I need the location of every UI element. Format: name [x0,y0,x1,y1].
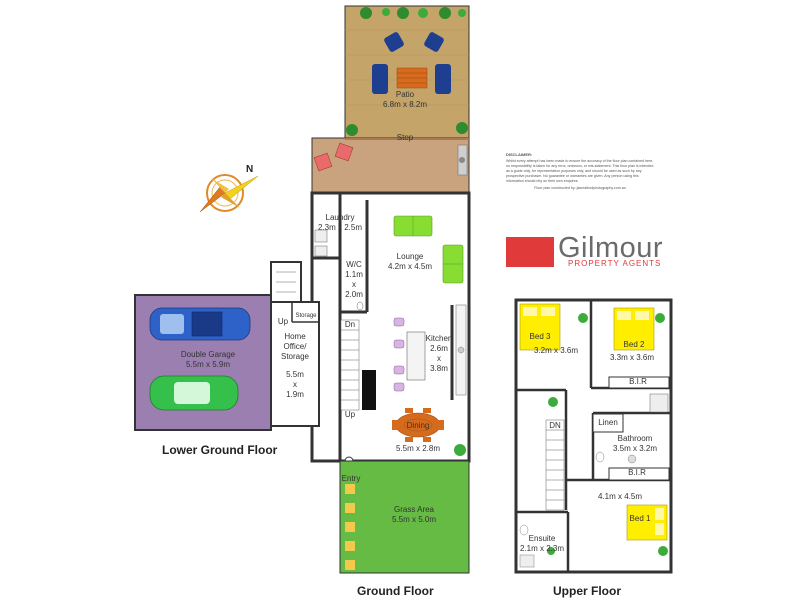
bed3-size: 3.2m x 3.6m [533,346,578,355]
storage-label: Storage [295,313,317,319]
brand-logo-word: Gilmour [558,232,664,264]
bed1-size: 4.1m x 4.5m [597,492,642,501]
bir-lower-box [608,467,670,481]
linen-label: Linen [598,418,618,427]
plant-icon [454,444,466,456]
bir-lower-label: B.I.R [628,468,646,477]
toilet-icon [519,524,529,536]
staircase-icon [545,419,565,511]
bed1-label: Bed 1 [629,514,651,523]
shower-icon [649,393,669,413]
grass-area [339,460,470,574]
upper-stair-dn-label: DN [549,421,561,430]
bed2-label: Bed 2 [623,340,645,349]
laundry-tub-icon [314,229,328,243]
brand-tagline: PROPERTY AGENTS [568,259,662,268]
plant-icon [360,7,466,19]
ground-floor-title: Ground Floor [357,584,434,598]
armchair-icon [384,32,444,52]
bar-stool-icon [393,317,405,392]
staircase-icon [340,319,360,411]
car-blue-icon [149,307,251,341]
upper-floor-title: Upper Floor [553,584,621,598]
bed3-label: Bed 3 [529,332,551,341]
step-label: Step [396,133,414,142]
bir-upper-label: B.I.R [629,377,647,386]
plant-icon [346,122,468,136]
outdoor-sofa-icon [372,64,451,94]
stepping-stone-icon [345,484,355,570]
bir-upper-box [608,376,670,389]
toilet-icon [595,451,605,463]
step-area [311,137,470,194]
basin-icon [519,554,535,568]
linen-box [592,413,624,433]
lower-floor-title: Lower Ground Floor [162,443,278,457]
disclaimer-block: DISCLAIMER: Whilst every attempt has bee… [506,152,654,191]
stair-void [362,370,376,410]
lower-stair-up-label: Up [277,317,289,326]
bed2-size: 3.3m x 3.6m [609,353,654,362]
outdoor-table-icon [396,67,428,89]
ground-floor-walls [312,193,454,460]
ground-floor-outline [310,191,471,463]
staircase-icon [276,271,296,293]
bbq-icon [457,144,468,176]
dining-table-icon [392,408,444,442]
disclaimer-body: Whilst every attempt has been made to en… [506,159,654,183]
stair-up-label: Up [344,410,356,419]
compass-north-label: N [246,164,253,175]
sofa-icon [393,215,464,284]
car-green-icon [149,375,239,411]
brand-logo-mark [506,237,554,267]
washing-machine-icon [314,245,328,257]
compass-icon: N [199,164,259,213]
disclaimer-heading: DISCLAIMER: [506,152,533,157]
basin-icon [627,454,637,464]
plant-icon [547,313,668,556]
dining-size: 5.5m x 2.8m [395,444,440,453]
outdoor-chair-icon [313,142,354,172]
bed-icon [519,303,668,541]
entry-label: Entry [341,474,361,483]
disclaimer-credit: Floor plan constructed by: jasmalfordpho… [534,186,626,190]
dining-label: Dining [406,421,430,430]
stair-dn-label: Dn [344,320,356,329]
toilet-icon [356,301,364,311]
kitchen-island-icon [406,331,426,381]
